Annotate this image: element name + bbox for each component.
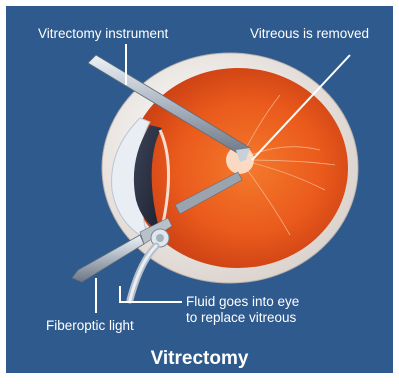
label-vitreous-removed: Vitreous is removed: [250, 26, 369, 41]
diagram-title: Vitrectomy: [0, 348, 399, 370]
label-fluid-line2: to replace vitreous: [186, 310, 296, 325]
label-fluid-line1: Fluid goes into eye: [186, 294, 299, 309]
label-vitrectomy-instrument: Vitrectomy instrument: [38, 26, 168, 41]
label-fiberoptic-light: Fiberoptic light: [46, 318, 134, 333]
